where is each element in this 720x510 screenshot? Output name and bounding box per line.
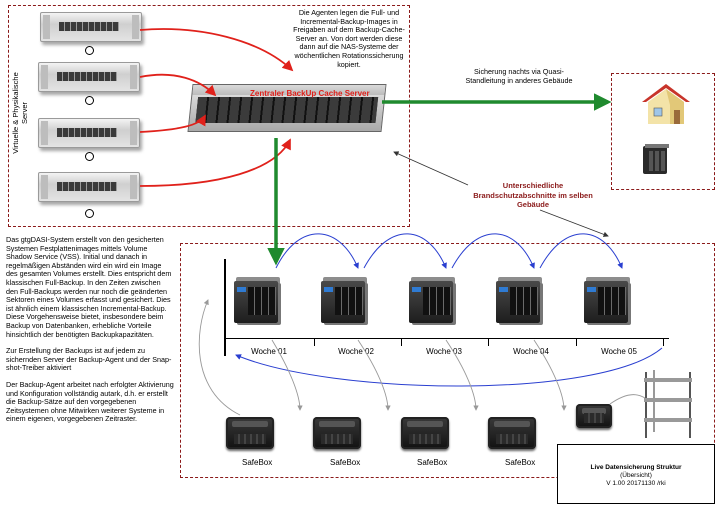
fire-note: Unterschiedliche Brandschutzabschnitte i…: [473, 181, 593, 209]
safebox-label: SafeBox: [242, 458, 273, 467]
status-circle: [85, 209, 94, 218]
offsite-note: Sicherung nachts via Quasi-Standleitung …: [465, 67, 573, 85]
nas-icon: [234, 275, 284, 325]
description-text: Das gtgDASI-System erstellt von den gesi…: [6, 235, 174, 424]
nas-icon: [409, 275, 459, 325]
offsite-box: [611, 73, 715, 190]
description-paragraph: Der Backup-Agent arbeitet nach erfolgter…: [6, 379, 174, 424]
central-server-label: Zentraler BackUp Cache Server: [250, 89, 370, 98]
timeline-tick: [576, 338, 577, 346]
week-label: Woche 03: [426, 347, 462, 356]
timeline-tick: [314, 338, 315, 346]
agent-note: Die Agenten legen die Full- und Incremen…: [293, 8, 405, 69]
safebox-label: SafeBox: [417, 458, 448, 467]
safebox-icon: [313, 417, 361, 449]
status-circle: [85, 96, 94, 105]
safebox-icon: [401, 417, 449, 449]
timeline-start-bar: [224, 259, 226, 356]
sidebar-label: Virtuelle & Physikalische Server: [11, 72, 29, 154]
week-label: Woche 02: [338, 347, 374, 356]
description-paragraph: Zur Erstellung der Backups ist auf jedem…: [6, 346, 172, 373]
nas-icon: [321, 275, 371, 325]
week-label: Woche 01: [251, 347, 287, 356]
safebox-label: SafeBox: [505, 458, 536, 467]
legend-title: Live Datensicherung Struktur: [590, 464, 682, 471]
legend-box: Live Datensicherung Struktur (Übersicht)…: [557, 444, 715, 504]
rack-server-icon: [38, 118, 140, 148]
shelf-icon: [644, 370, 692, 438]
rack-server-icon: [38, 62, 140, 92]
status-circle: [85, 46, 94, 55]
house-icon: [642, 84, 690, 124]
description-paragraph: Das gtgDASI-System erstellt von den gesi…: [6, 235, 172, 339]
legend-subtitle: (Übersicht): [620, 472, 652, 479]
server-group-box: [8, 5, 410, 227]
week-label: Woche 05: [601, 347, 637, 356]
nas-icon: [643, 144, 669, 174]
nas-icon: [496, 275, 546, 325]
rotation-box: [180, 243, 715, 478]
status-circle: [85, 152, 94, 161]
safebox-icon: [488, 417, 536, 449]
week-label: Woche 04: [513, 347, 549, 356]
safebox-icon: [576, 404, 612, 428]
rack-server-icon: [38, 172, 140, 202]
safebox-label: SafeBox: [330, 458, 361, 467]
timeline-tick: [401, 338, 402, 346]
nas-icon: [584, 275, 634, 325]
safebox-icon: [226, 417, 274, 449]
timeline-tick: [488, 338, 489, 346]
rack-server-icon: [40, 12, 142, 42]
legend-version: V 1.00 20171130 /rki: [606, 480, 666, 487]
timeline-axis: [225, 338, 669, 339]
timeline-tick: [663, 338, 664, 346]
